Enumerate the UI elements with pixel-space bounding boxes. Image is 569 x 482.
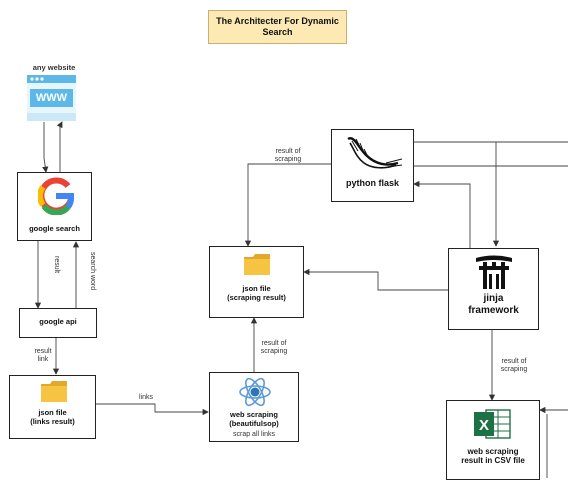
arrow-search-to-website	[56, 121, 63, 172]
edge-label-search-word: search word	[89, 251, 96, 291]
web-scraping-sublabel: scrap all links	[232, 431, 275, 438]
arrow-flask-to-json-result	[244, 163, 331, 247]
svg-text:X: X	[479, 417, 489, 434]
google-search-node: google search	[17, 172, 92, 241]
jinja-framework-label: jinja framework	[468, 293, 519, 316]
csv-result-label: web scraping result in CSV file	[461, 447, 525, 466]
folder-icon	[244, 254, 270, 280]
google-g-icon	[37, 177, 74, 220]
edge-label-result-of-scraping-2: result of scraping	[260, 340, 288, 356]
json-links-label: json file (links result)	[30, 408, 75, 426]
python-flask-node: python flask	[331, 129, 414, 202]
arrow-jinja-to-flask	[413, 180, 471, 248]
edge-label-result-link: result link	[34, 348, 52, 364]
torii-gate-icon	[475, 255, 513, 294]
edge-label-result-of-scraping-3: result of scraping	[500, 358, 528, 374]
website-icon: WWW	[27, 75, 76, 121]
web-scraping-node: web scraping (beautifulsop) scrap all li…	[209, 372, 299, 442]
arrow-json-links-to-scraping	[96, 403, 209, 416]
edge-label-result-of-scraping-1: result of scraping	[274, 148, 302, 164]
arrow-website-to-search	[42, 122, 49, 173]
edge-label-result: result	[53, 256, 60, 274]
json-scraping-result-label: json file (scraping result)	[227, 284, 286, 302]
json-scraping-result-node: json file (scraping result)	[209, 246, 304, 318]
folder-icon	[41, 381, 67, 407]
flask-logo-icon	[342, 133, 404, 180]
csv-result-node: X web scraping result in CSV file	[446, 400, 540, 480]
web-scraping-label: web scraping (beautifulsop)	[229, 410, 279, 428]
any-website-label: any website	[32, 63, 76, 72]
diagram-title: The Architecter For Dynamic Search	[208, 10, 347, 44]
atom-icon	[238, 376, 272, 413]
jinja-framework-node: jinja framework	[448, 248, 539, 330]
edge-label-links: links	[138, 394, 153, 401]
python-flask-label: python flask	[345, 178, 399, 188]
google-search-label: google search	[29, 224, 80, 233]
json-links-node: json file (links result)	[9, 375, 96, 439]
google-api-label: google api	[39, 317, 77, 326]
www-text: WWW	[35, 92, 68, 104]
excel-icon: X	[474, 408, 512, 445]
google-api-node: google api	[19, 308, 97, 338]
arrow-jinja-to-json-result	[303, 268, 448, 291]
